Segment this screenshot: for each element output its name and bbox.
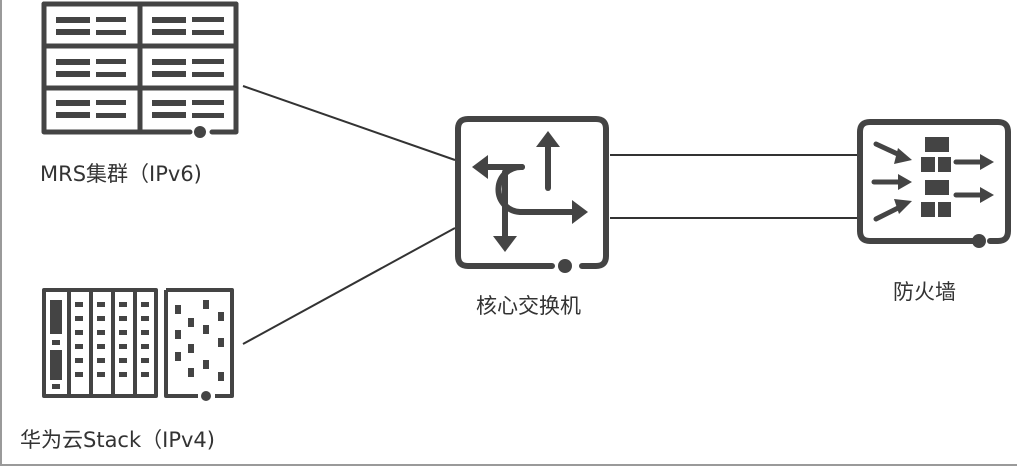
connections — [242, 85, 858, 345]
node-label-core-switch: 核心交换机 — [476, 294, 581, 318]
core-switch-icon — [455, 116, 609, 273]
node-label-firewall: 防火墙 — [893, 280, 956, 304]
diagram-frame-bottom — [0, 464, 1017, 466]
node-label-huawei-cloud-stack: 华为云Stack（IPv4) — [20, 428, 215, 452]
firewall-icon — [857, 119, 1011, 248]
node-label-mrs-cluster: MRS集群（IPv6) — [40, 162, 202, 186]
link-mrs-switch — [242, 85, 456, 161]
link-hcs-switch — [242, 227, 456, 345]
diagram-frame-left — [0, 0, 2, 466]
server-rack-icon — [41, 1, 239, 138]
cloud-stack-rack-icon — [42, 288, 234, 401]
